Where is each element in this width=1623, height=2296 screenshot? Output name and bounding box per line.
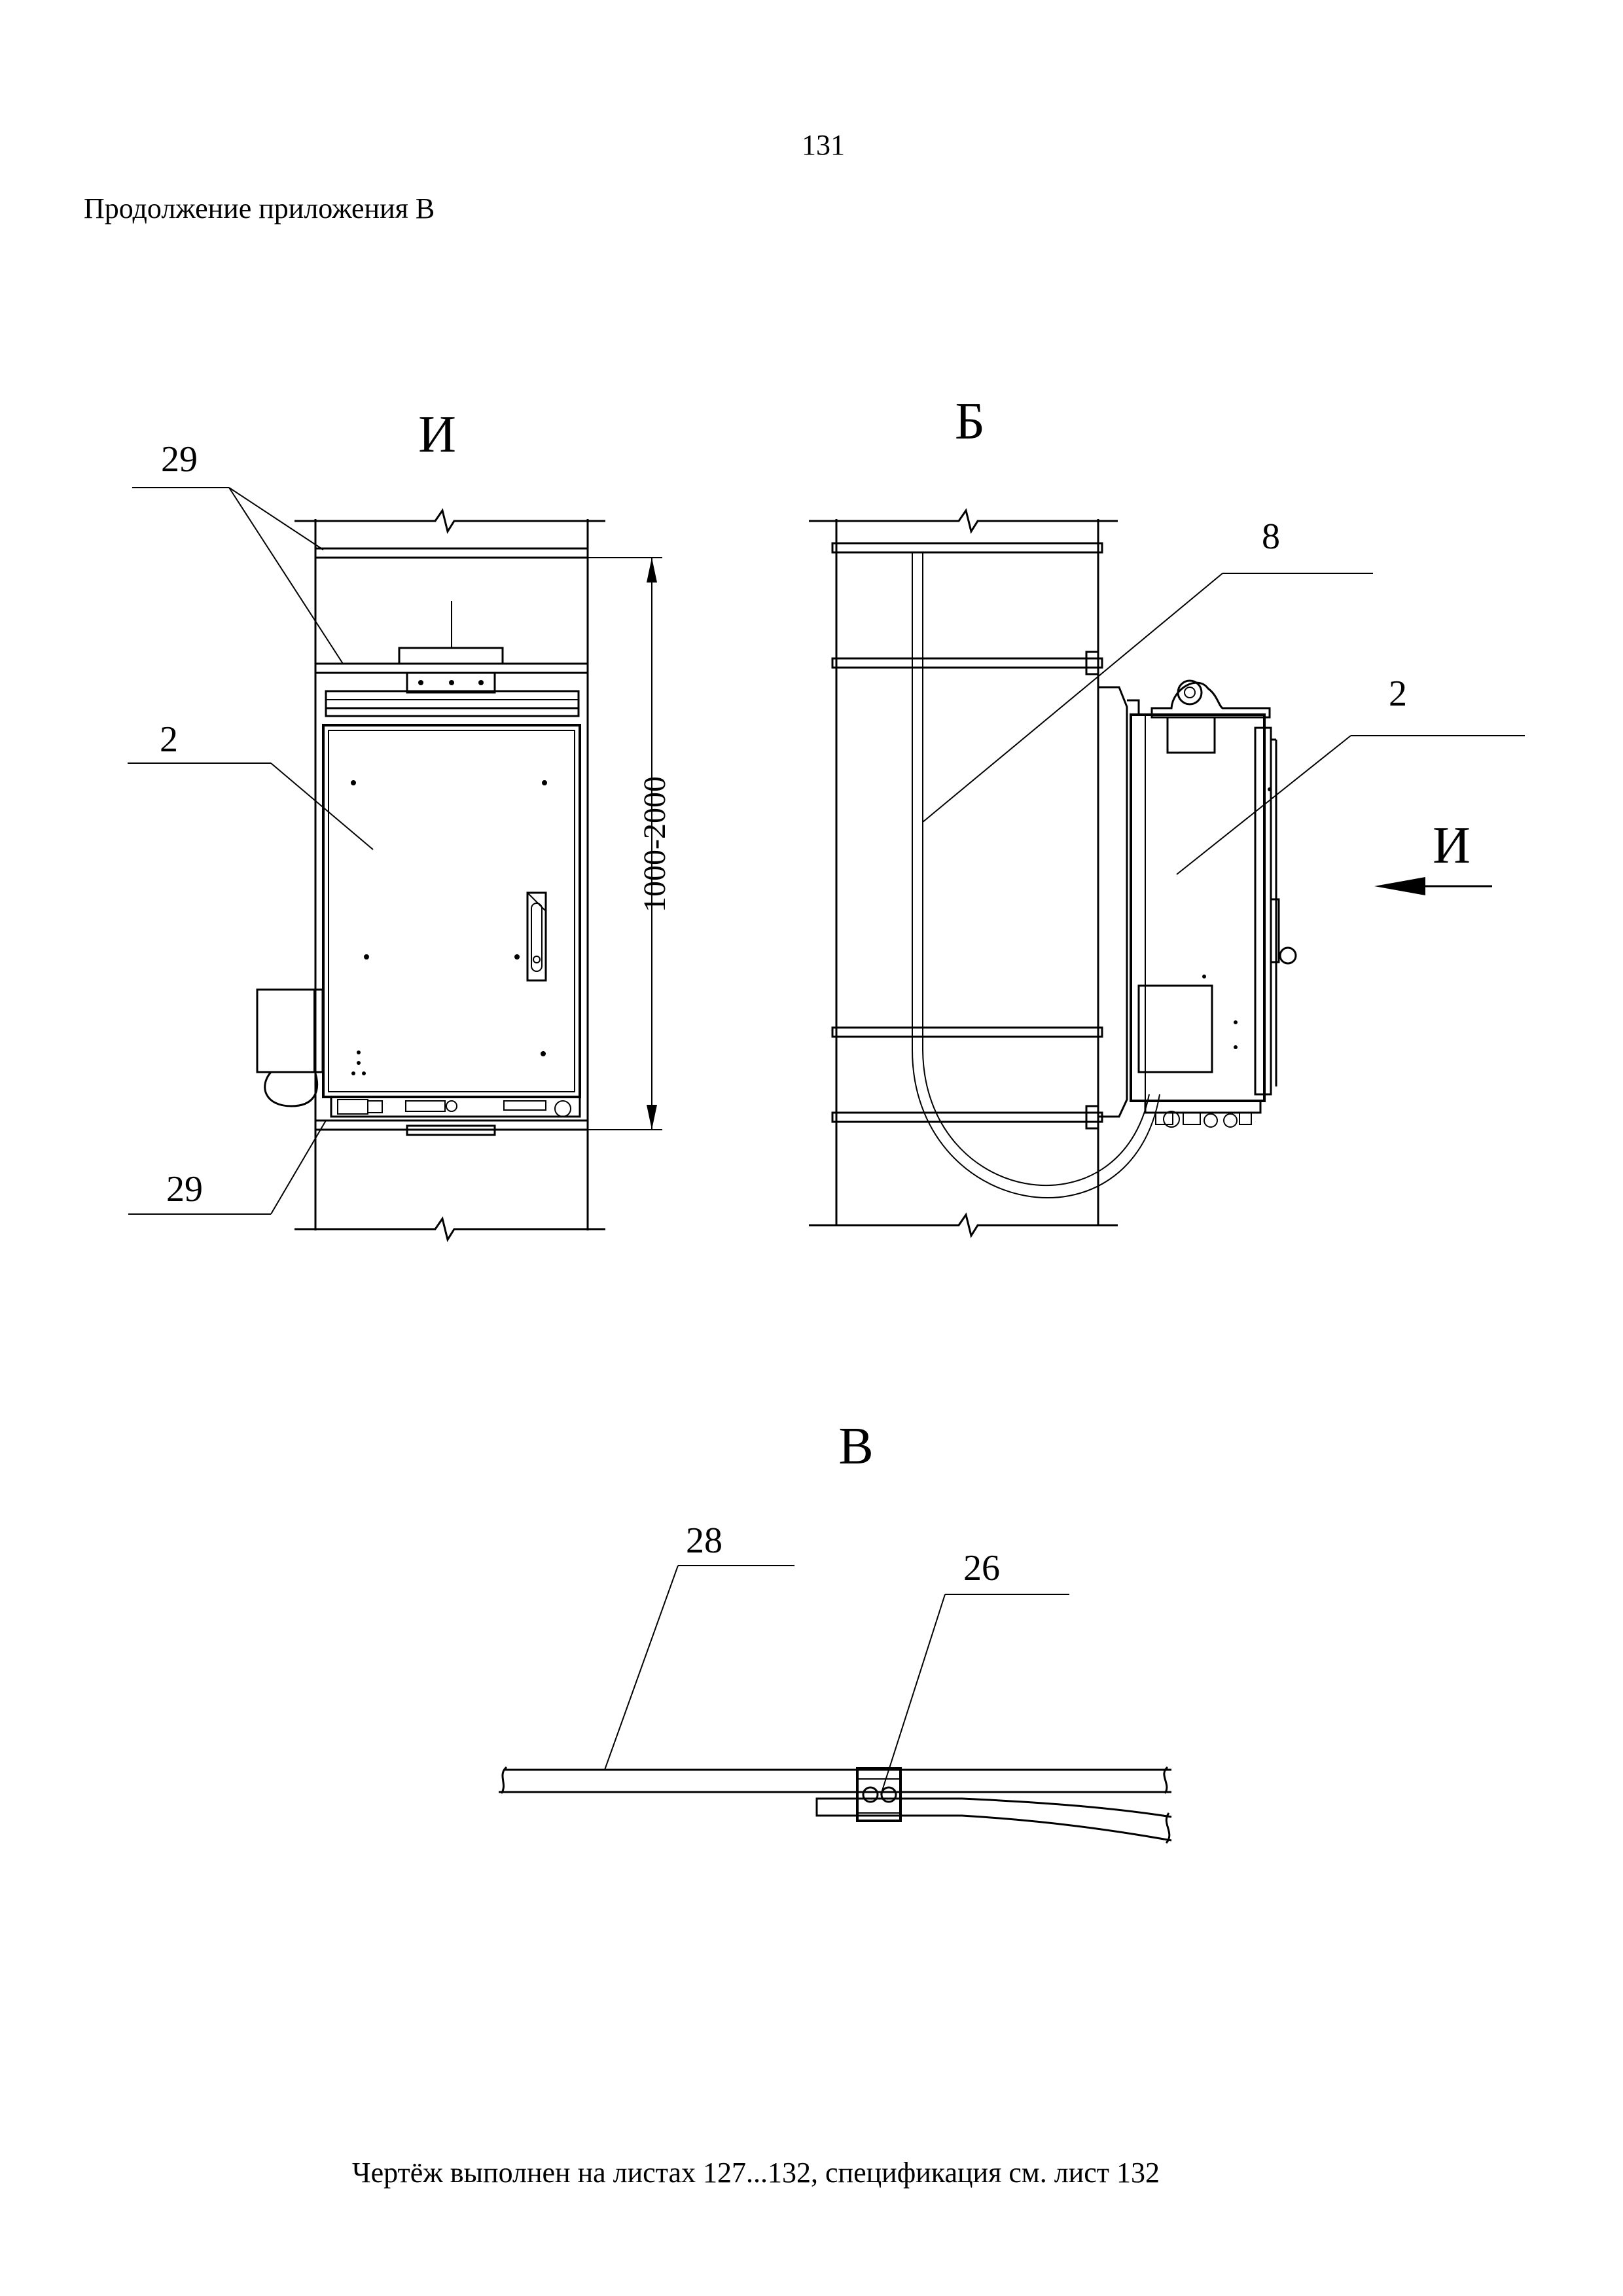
footer-note: Чертёж выполнен на листах 127...132, спе…	[352, 2157, 1160, 2189]
pole-right	[809, 508, 1118, 1238]
side-box	[256, 988, 324, 1073]
cabinet-front	[256, 724, 581, 1136]
cabinet-handle	[526, 891, 547, 982]
callout-29-top-label: 29	[161, 439, 198, 480]
cable-8	[912, 552, 1160, 1199]
dimension-label: 1000-2000	[637, 776, 672, 912]
cable-28-section	[499, 1766, 1172, 1844]
callout-2-right-label: 2	[1389, 673, 1407, 714]
pole-left	[294, 508, 605, 1242]
view-i: И	[128, 406, 672, 1242]
top-bracket	[325, 601, 580, 717]
callout-29-top: 29	[132, 439, 344, 664]
callout-2-left-label: 2	[160, 719, 178, 760]
mounting-frame	[1098, 686, 1128, 1118]
cabinet-side	[1127, 679, 1297, 1128]
callout-28-label: 28	[686, 1520, 722, 1561]
section-heading: Продолжение приложения В	[84, 192, 435, 224]
callout-8: 8	[922, 516, 1373, 823]
callout-29-bottom-label: 29	[166, 1169, 203, 1210]
dimension-height: 1000-2000	[588, 557, 672, 1130]
view-b: Б	[809, 393, 1525, 1238]
callout-29-bottom: 29	[128, 1120, 327, 1215]
callout-2-left: 2	[128, 719, 374, 850]
view-v: В 28 26	[499, 1418, 1172, 1844]
page-number: 131	[802, 129, 845, 161]
view-v-title: В	[838, 1418, 873, 1475]
view-direction-arrow: И	[1374, 817, 1492, 895]
direction-label: И	[1433, 817, 1471, 874]
view-i-title: И	[418, 406, 456, 463]
clamp-26	[856, 1767, 902, 1822]
callout-26: 26	[880, 1548, 1069, 1795]
callout-26-label: 26	[963, 1548, 1000, 1588]
callout-2-right: 2	[1176, 673, 1525, 875]
side-box-right	[1137, 984, 1213, 1073]
view-b-title: Б	[955, 393, 985, 450]
callout-8-label: 8	[1262, 516, 1280, 557]
lifting-eye	[1150, 679, 1271, 754]
callout-28: 28	[604, 1520, 794, 1770]
